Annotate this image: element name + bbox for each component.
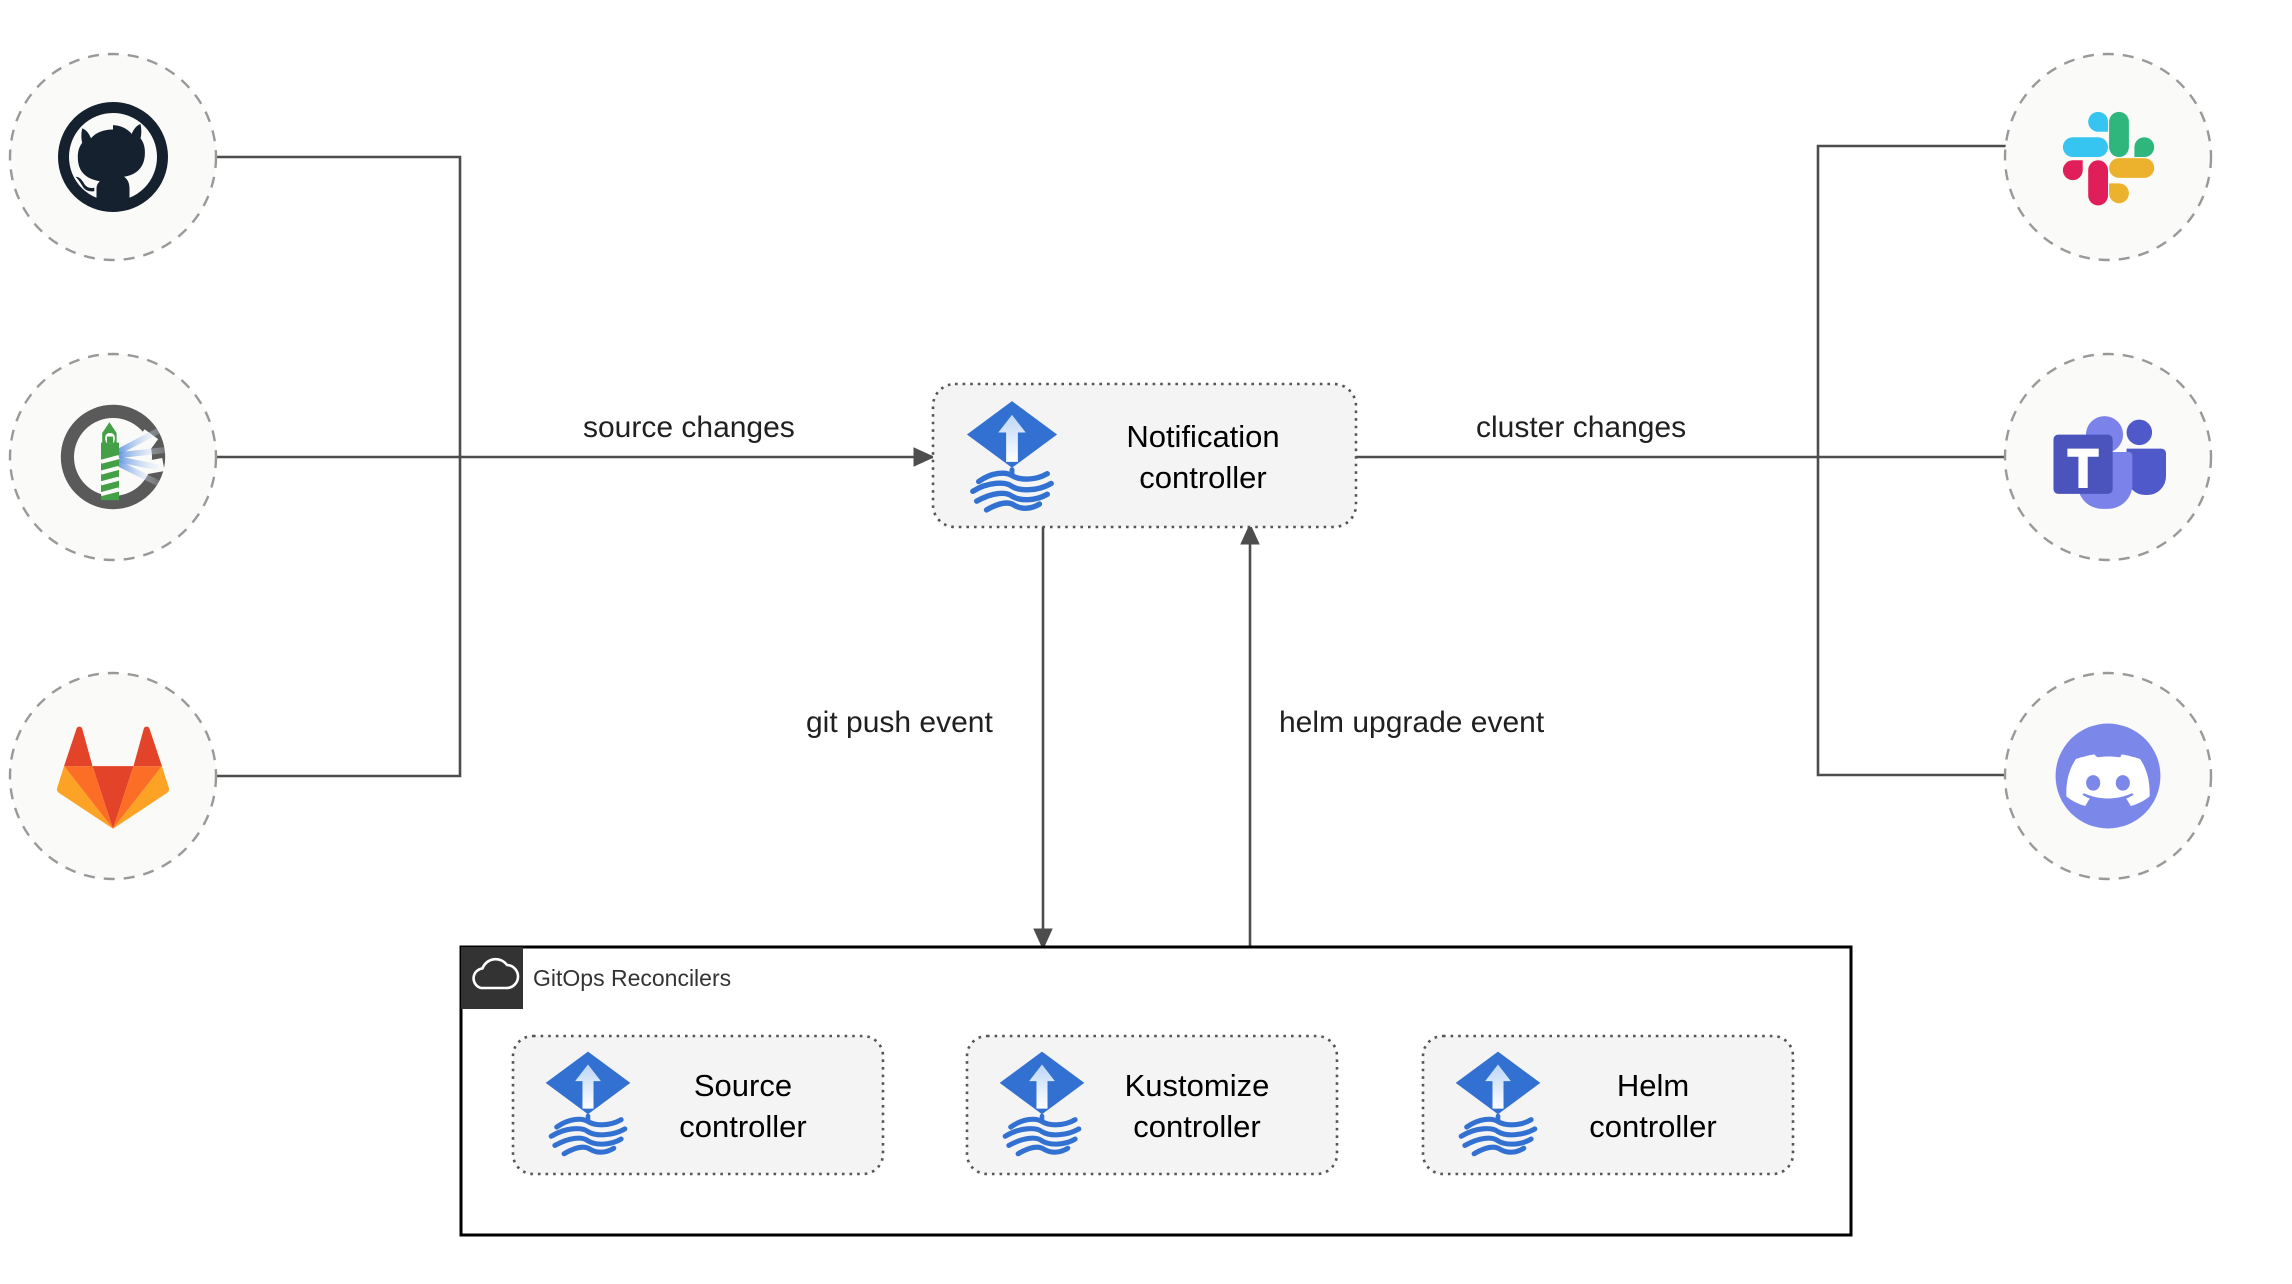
provider-teams[interactable] [2003,352,2213,562]
helm-controller-label-line1: Helm [1617,1068,1689,1103]
notification-controller-label-line2: controller [1139,460,1267,495]
provider-github[interactable] [8,52,218,262]
edge-gitlab-to-trunk [216,457,462,778]
source-controller-label-line1: Source [694,1068,792,1103]
edge-label-layer: source changes cluster changes git push … [570,405,1725,742]
helm-controller-label-line2: controller [1589,1109,1717,1144]
node-notification-controller[interactable]: Notification controller [931,382,1358,529]
source-controller-label-line2: controller [679,1109,807,1144]
notification-controller-box [931,382,1358,529]
node-helm-controller[interactable]: Helm controller [1421,1034,1795,1176]
provider-circle-slack [2003,52,2213,262]
git-providers-group [8,52,218,881]
edge-trunk-to-discord [1816,457,2067,785]
gitops-reconcilers-title: GitOps Reconcilers [533,965,731,991]
edge-label-git-push-event: git push event [806,706,993,739]
edge-github-to-trunk [216,155,462,457]
chat-providers-group [2003,52,2213,881]
provider-slack[interactable] [2003,52,2213,262]
notification-controller-label-line1: Notification [1126,419,1279,454]
gitops-reconcilers-container: GitOps Reconcilers Source controller Kus… [459,945,1853,1237]
kustomize-controller-label-line1: Kustomize [1125,1068,1270,1103]
edge-label-helm-upgrade-event: helm upgrade event [1279,706,1545,739]
gitops-reconcilers-icon-badge [461,947,523,1009]
node-source-controller[interactable]: Source controller [511,1034,885,1176]
provider-discord[interactable] [2003,671,2213,881]
discord-icon [2055,723,2161,829]
node-kustomize-controller[interactable]: Kustomize controller [965,1034,1339,1176]
kustomize-controller-label-line2: controller [1133,1109,1261,1144]
edge-trunk-to-slack [1816,136,2067,457]
provider-gitea[interactable] [8,352,218,562]
provider-gitlab[interactable] [8,671,218,881]
edge-label-source-changes: source changes [583,411,795,444]
edge-label-cluster-changes: cluster changes [1476,411,1686,444]
cloud-icon [472,957,520,990]
